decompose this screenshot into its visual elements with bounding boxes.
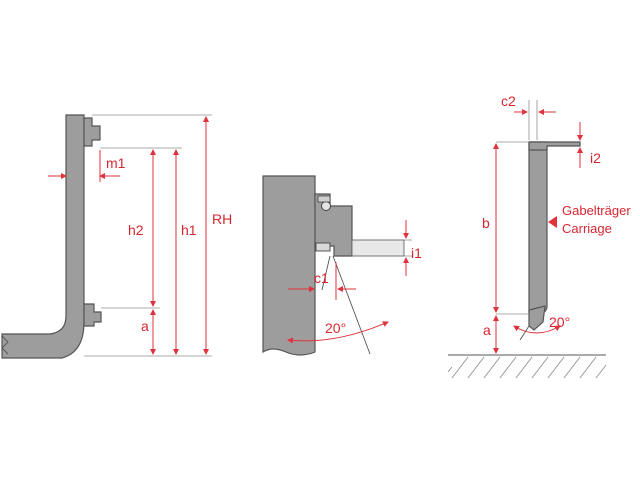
label-a-left: a	[141, 318, 149, 334]
arrow-left-icon	[548, 216, 557, 228]
label-rh: RH	[212, 211, 232, 227]
label-carriage-en: Carriage	[562, 221, 612, 236]
carriage-plate	[262, 175, 316, 356]
label-c1: c1	[314, 270, 329, 286]
label-m1: m1	[106, 155, 126, 171]
fork-top-hook	[83, 117, 101, 147]
carriage-bar	[528, 141, 548, 315]
fork-bottom-hook	[83, 303, 102, 327]
bolt-icon	[321, 201, 331, 211]
label-c2: c2	[501, 93, 516, 109]
label-h1: h1	[181, 222, 197, 238]
label-angle-mid: 20°	[325, 320, 346, 336]
label-i1: i1	[411, 245, 422, 261]
hook-detail-view: i1 c1 20°	[262, 175, 422, 356]
label-h2: h2	[128, 222, 144, 238]
label-i2: i2	[590, 150, 601, 166]
fork-shank	[1, 114, 85, 359]
label-a-right: a	[483, 322, 491, 338]
carriage-top-lip	[528, 141, 581, 151]
label-b: b	[482, 215, 490, 231]
carriage-height-view: c2 i2 b a 20° Gabelträger Carriage	[447, 93, 631, 379]
carriage-lower-hook	[528, 305, 546, 331]
floor-hatch	[447, 356, 607, 379]
label-angle-right: 20°	[549, 314, 570, 330]
fork-side-view: m1 h2 a h1 RH	[1, 114, 232, 359]
fork-shank-section	[351, 239, 405, 257]
label-carriage-de: Gabelträger	[562, 203, 631, 218]
